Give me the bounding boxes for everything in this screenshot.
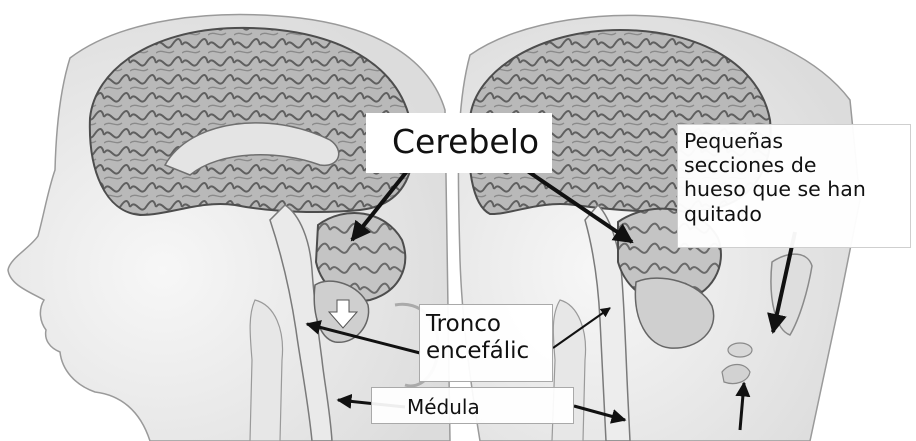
left-spine	[250, 300, 283, 441]
label-line: secciones de	[684, 153, 910, 177]
label-line: Tronco	[426, 311, 552, 338]
label-line: quitado	[684, 202, 910, 226]
label-medula: Médula	[371, 387, 574, 424]
bone-piece-medium	[728, 343, 752, 357]
label-tronco-encefalico: Tronco encefálic	[419, 304, 553, 382]
label-removed-bone-sections: Pequeñas secciones de hueso que se han q…	[677, 124, 911, 248]
label-line: Pequeñas	[684, 129, 910, 153]
left-head	[8, 15, 450, 441]
label-cerebelo: Cerebelo	[366, 113, 552, 173]
label-line: encefálic	[426, 338, 552, 365]
label-line: hueso que se han	[684, 177, 910, 201]
